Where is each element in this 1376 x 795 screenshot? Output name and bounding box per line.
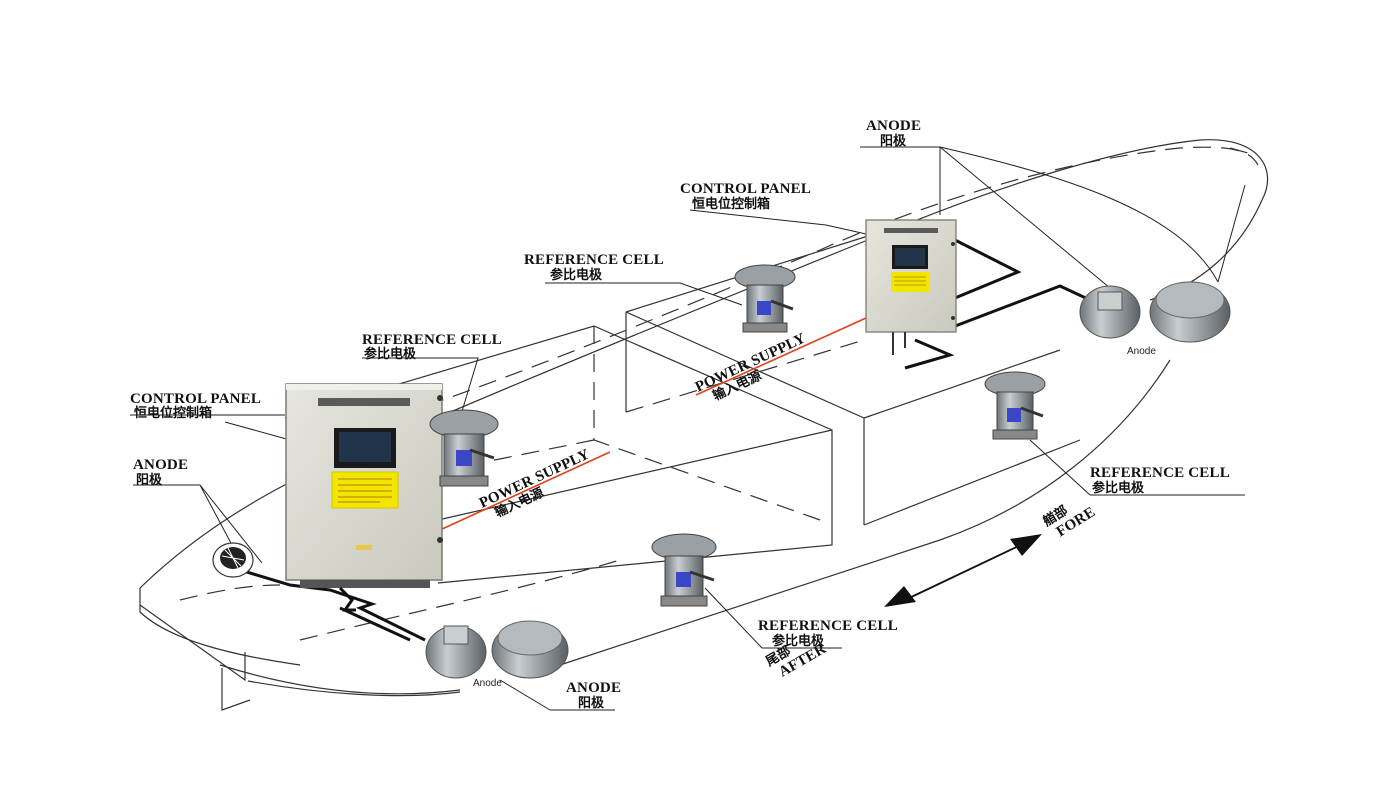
anode-top-label-cn: 阳极	[880, 133, 907, 149]
control-panel-right	[865, 219, 957, 355]
control-panel-left-label: CONTROL PANEL	[130, 391, 261, 407]
anode-caption-bottom: Anode	[473, 678, 502, 689]
reference-cell-3-label: REFERENCE CELL	[1090, 465, 1230, 481]
anode-device-left	[212, 542, 254, 578]
panel-screen	[339, 432, 391, 462]
reference-cell-device-2	[734, 264, 796, 333]
reference-cell-device-1	[429, 409, 499, 487]
anode-left-label-cn: 阳极	[136, 472, 163, 488]
reference-cell-device-4	[651, 533, 717, 607]
anode-bottom-label: ANODE	[566, 680, 621, 696]
reference-cell-4-label: REFERENCE CELL	[758, 618, 898, 634]
anode-caption-right: Anode	[1127, 346, 1156, 357]
reference-cell-device-3	[984, 371, 1046, 440]
control-panel-right-label-cn: 恒电位控制箱	[692, 196, 770, 212]
anode-device-right	[1079, 281, 1231, 343]
fore-group: 艏部 FORE	[1040, 502, 1098, 540]
power-supply-right-group: POWER SUPPLY 输入电源	[693, 331, 808, 405]
fore-after-arrow	[884, 534, 1042, 607]
control-panel-left	[285, 383, 443, 612]
reference-cell-4-label-cn: 参比电极	[772, 633, 825, 649]
reference-cell-1-label: REFERENCE CELL	[362, 332, 502, 348]
anode-bottom-label-cn: 阳极	[578, 695, 605, 711]
reference-cell-1-label-cn: 参比电极	[364, 346, 417, 362]
warning-label	[331, 471, 399, 509]
reference-cell-3-label-cn: 参比电极	[1092, 480, 1145, 496]
anode-device-bottom	[425, 620, 569, 679]
power-line-left	[439, 451, 611, 531]
reference-cell-2-label: REFERENCE CELL	[524, 252, 664, 268]
reference-cell-2-label-cn: 参比电极	[550, 267, 603, 283]
leader-lines	[130, 146, 1246, 711]
power-line-right	[695, 317, 867, 396]
power-supply-left-group: POWER SUPPLY 输入电源	[477, 447, 592, 521]
panel-nameplate	[318, 398, 410, 406]
control-panel-right-label: CONTROL PANEL	[680, 181, 811, 197]
fore-superstructure	[625, 235, 1081, 526]
anode-top-label: ANODE	[866, 118, 921, 134]
anode-left-label: ANODE	[133, 457, 188, 473]
control-panel-left-label-cn: 恒电位控制箱	[134, 405, 212, 421]
